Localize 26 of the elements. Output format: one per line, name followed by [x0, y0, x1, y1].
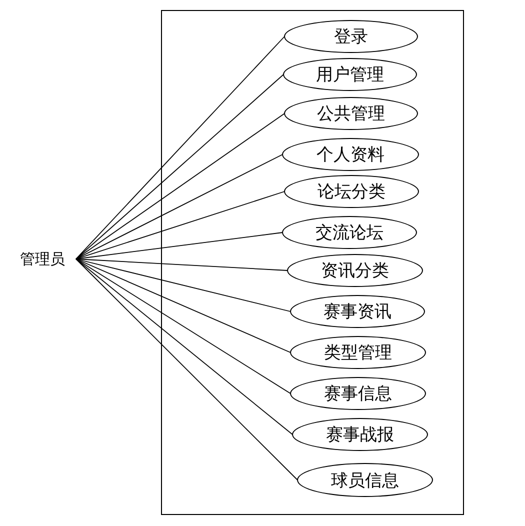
use-case-ellipse: 登录: [284, 20, 418, 53]
association-line: [76, 74, 284, 260]
use-case-ellipse: 类型管理: [290, 336, 426, 369]
association-line: [76, 258, 291, 394]
use-case-ellipse: 交流论坛: [282, 216, 417, 249]
association-line: [76, 258, 293, 435]
association-line: [76, 191, 285, 260]
use-case-ellipse: 用户管理: [283, 58, 417, 91]
use-case-ellipse: 球员信息: [297, 463, 433, 497]
actor-label: 管理员: [20, 249, 76, 269]
use-case-ellipse: 论坛分类: [284, 175, 419, 208]
association-line: [76, 258, 288, 271]
system-boundary: [161, 10, 464, 515]
use-case-ellipse: 公共管理: [284, 97, 418, 130]
use-case-ellipse: 赛事战报: [292, 418, 428, 451]
association-line: [76, 36, 285, 260]
use-case-ellipse: 赛事信息: [290, 377, 426, 410]
association-line: [76, 258, 298, 480]
association-line: [76, 258, 291, 353]
association-line: [76, 232, 283, 260]
use-case-ellipse: 赛事资讯: [290, 295, 425, 328]
use-case-ellipse: 资讯分类: [287, 254, 423, 287]
association-line: [76, 113, 285, 260]
association-line: [76, 154, 283, 260]
association-line: [76, 258, 291, 312]
use-case-ellipse: 个人资料: [282, 138, 419, 171]
